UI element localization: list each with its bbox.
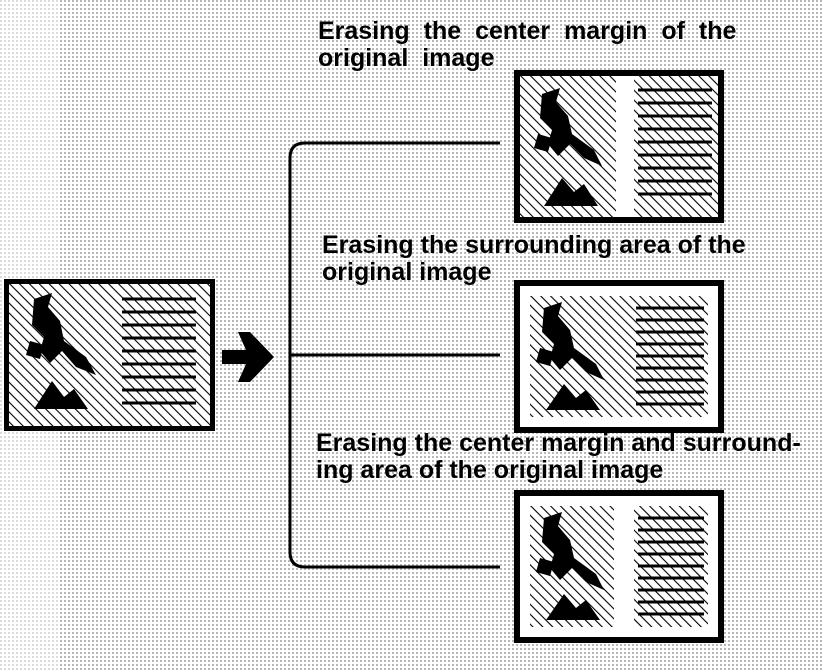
caption-line: ing area of the original image — [316, 456, 664, 484]
caption-line: original image — [318, 44, 495, 72]
caption-line: Erasing the center margin of the — [318, 17, 737, 45]
text-lines-icon — [122, 297, 196, 405]
eagle-icon — [26, 293, 96, 375]
caption-center-and-surrounding-erase: Erasing the center margin and surround- … — [316, 430, 801, 484]
right-arrow-icon — [222, 332, 274, 382]
caption-center-margin-erase: Erasing the center margin of the origina… — [318, 18, 736, 72]
caption-line: original image — [322, 258, 492, 286]
caption-line: Erasing the center margin and surround- — [316, 429, 801, 457]
caption-surrounding-erase: Erasing the surrounding area of the orig… — [322, 232, 746, 286]
center-erase-result-icon — [514, 70, 724, 223]
branch-connector — [288, 141, 500, 569]
center-and-frame-erase-result-icon — [514, 490, 724, 643]
original-document-icon — [4, 279, 215, 431]
mountain-icon — [34, 381, 88, 409]
frame-erase-result-icon — [514, 280, 724, 433]
caption-line: Erasing the surrounding area of the — [322, 231, 746, 259]
